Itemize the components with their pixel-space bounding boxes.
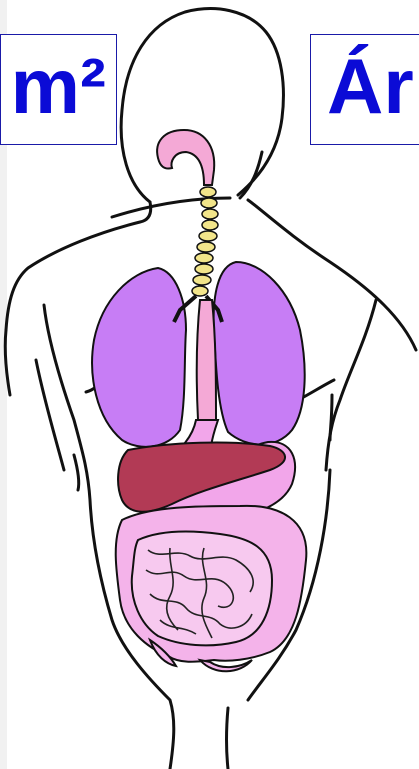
- right-lung: [214, 262, 305, 445]
- left-lung: [92, 268, 186, 447]
- left-label-box: m²: [0, 34, 117, 145]
- right-label-box: Ár: [310, 34, 419, 145]
- intestines: [116, 506, 307, 671]
- right-label-text: Ár: [327, 47, 414, 125]
- left-label-text: m²: [11, 47, 106, 125]
